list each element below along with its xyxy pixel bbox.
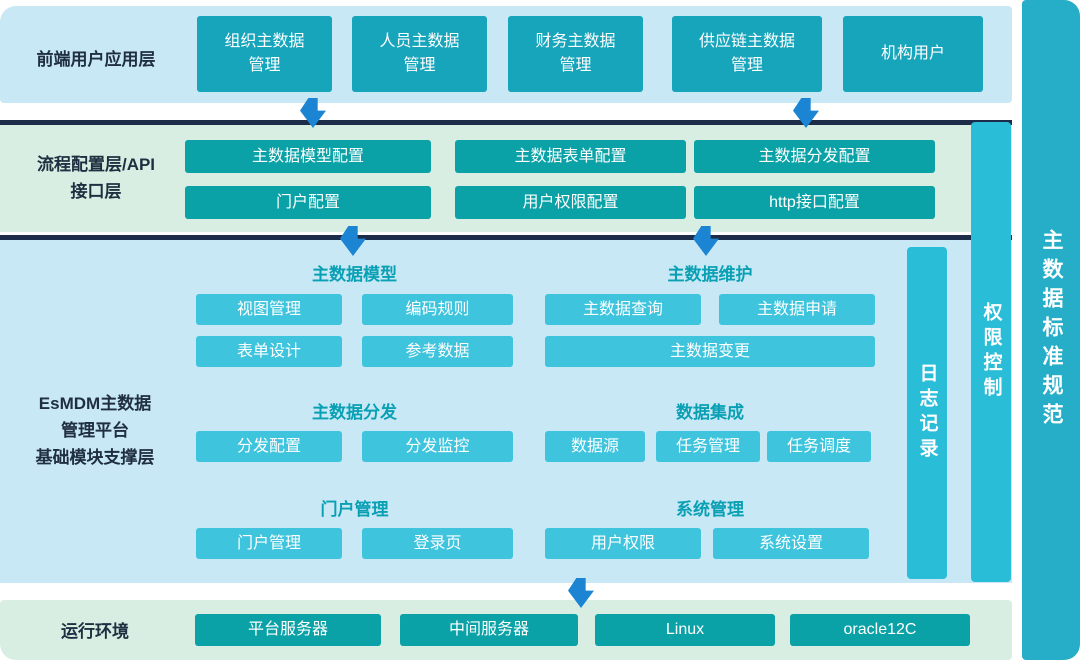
master-data-standard-bar: 主数据标准规范 <box>1022 0 1080 660</box>
box-system-settings: 系统设置 <box>713 528 869 559</box>
frontend-layer-label: 前端用户应用层 <box>36 50 156 69</box>
log-record-bar: 日志记录 <box>907 247 947 579</box>
box-oracle12c: oracle12C <box>790 614 970 646</box>
box-supply-chain-master-data: 供应链主数据 管理 <box>672 16 822 92</box>
box-distribution-monitor: 分发监控 <box>362 431 513 462</box>
box-task-management: 任务管理 <box>656 431 760 462</box>
group-title-master-data-distribute: 主数据分发 <box>312 403 397 422</box>
box-finance-master-data: 财务主数据 管理 <box>508 16 643 92</box>
box-distribution-config: 主数据分发配置 <box>694 140 935 173</box>
box-http-interface-config: http接口配置 <box>694 186 935 219</box>
box-portal-management: 门户管理 <box>196 528 342 559</box>
box-data-source: 数据源 <box>545 431 645 462</box>
group-title-master-data-model: 主数据模型 <box>312 265 397 284</box>
permission-control-bar: 权限控制 <box>971 122 1011 582</box>
box-institution-users: 机构用户 <box>843 16 983 92</box>
box-platform-server: 平台服务器 <box>195 614 381 646</box>
box-user-permission-config: 用户权限配置 <box>455 186 686 219</box>
box-portal-config: 门户配置 <box>185 186 431 219</box>
platform-base-layer: EsMDM主数据 管理平台 基础模块支撑层 主数据模型 主数据维护 视图管理 编… <box>0 235 1012 583</box>
box-middle-server: 中间服务器 <box>400 614 578 646</box>
box-reference-data: 参考数据 <box>362 336 513 367</box>
box-master-data-change: 主数据变更 <box>545 336 875 367</box>
platform-layer-label: EsMDM主数据 管理平台 基础模块支撑层 <box>35 394 155 468</box>
box-distribution-config-module: 分发配置 <box>196 431 342 462</box>
box-model-config: 主数据模型配置 <box>185 140 431 173</box>
group-title-portal-management: 门户管理 <box>320 500 389 519</box>
frontend-layer: 前端用户应用层 组织主数据 管理 人员主数据 管理 财务主数据 管理 供应链主数… <box>0 6 1012 103</box>
box-user-permission: 用户权限 <box>545 528 701 559</box>
process-layer-label: 流程配置层/API 接口层 <box>36 155 156 202</box>
master-data-standard-bar-label: 主数据标准规范 <box>1040 228 1063 432</box>
group-title-data-integration: 数据集成 <box>676 403 744 422</box>
runtime-layer-label: 运行环境 <box>61 622 129 641</box>
box-task-scheduling: 任务调度 <box>767 431 871 462</box>
box-master-data-apply: 主数据申请 <box>719 294 875 325</box>
box-personnel-master-data: 人员主数据 管理 <box>352 16 487 92</box>
box-coding-rules: 编码规则 <box>362 294 513 325</box>
box-form-config: 主数据表单配置 <box>455 140 686 173</box>
box-view-management: 视图管理 <box>196 294 342 325</box>
box-org-master-data: 组织主数据 管理 <box>197 16 332 92</box>
runtime-layer: 运行环境 平台服务器 中间服务器 Linux oracle12C <box>0 600 1012 660</box>
process-config-layer: 流程配置层/API 接口层 主数据模型配置 主数据表单配置 主数据分发配置 门户… <box>0 120 1012 232</box>
box-login-page: 登录页 <box>362 528 513 559</box>
box-linux: Linux <box>595 614 775 646</box>
permission-control-bar-label: 权限控制 <box>980 302 1002 402</box>
box-form-design: 表单设计 <box>196 336 342 367</box>
group-title-system-management: 系统管理 <box>676 500 744 519</box>
group-title-master-data-maintain: 主数据维护 <box>667 265 753 284</box>
log-record-bar-label: 日志记录 <box>916 363 938 463</box>
box-master-data-query: 主数据查询 <box>545 294 701 325</box>
